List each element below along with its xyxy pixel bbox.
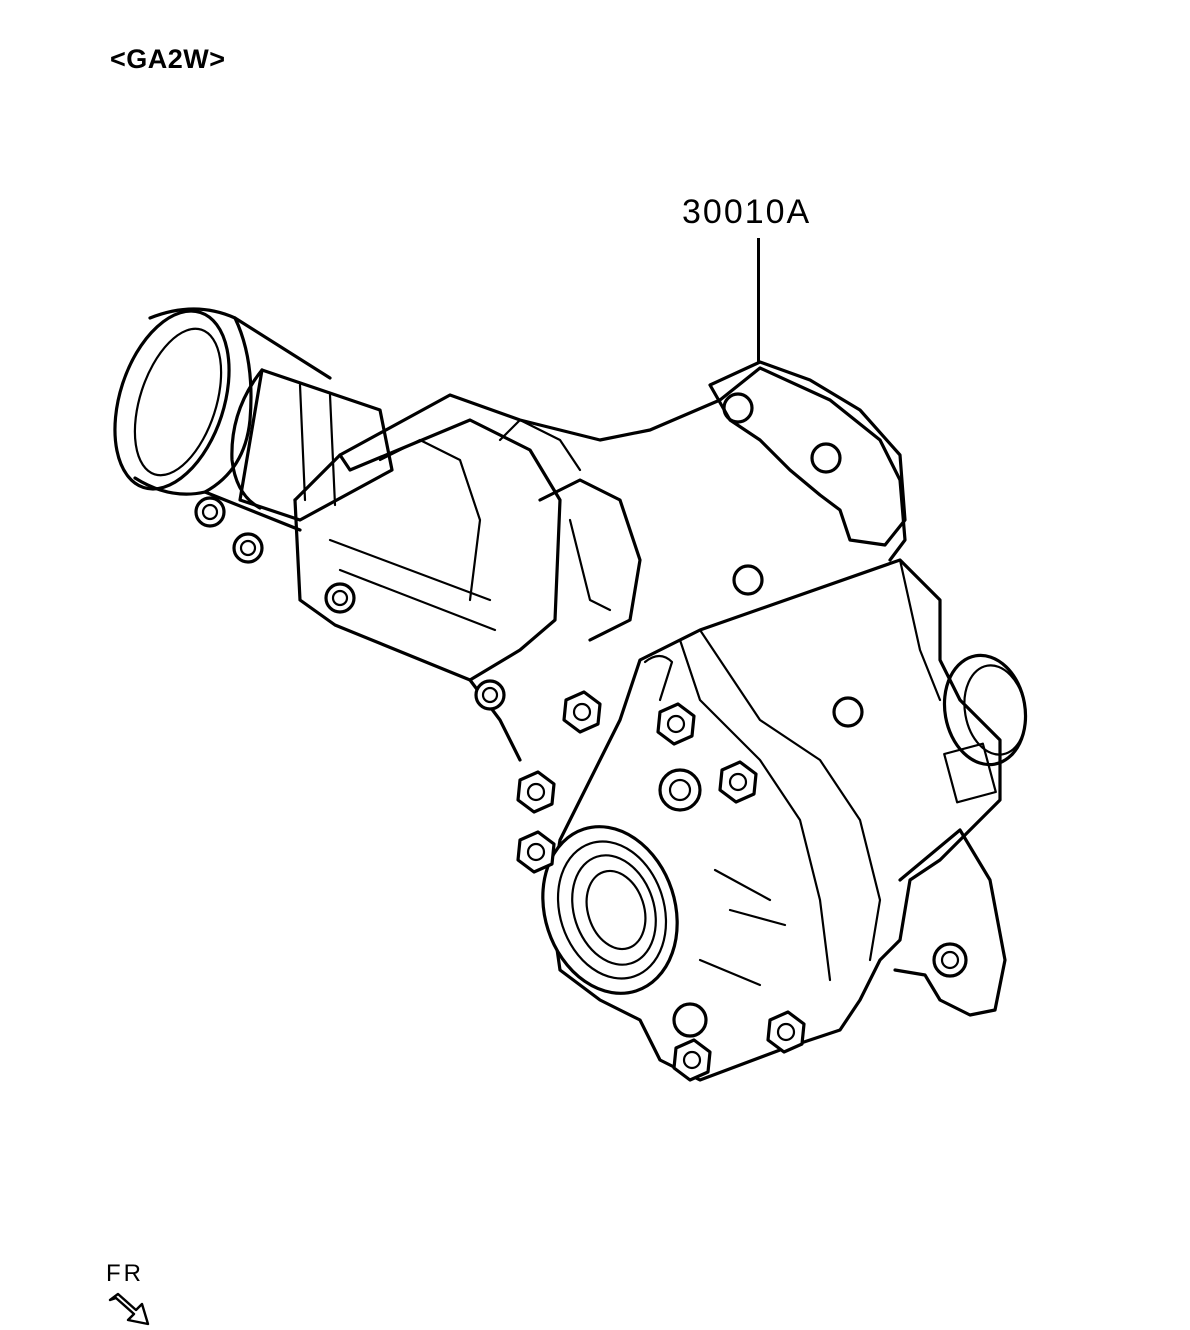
case-bolts <box>516 654 864 1082</box>
center-housing <box>293 366 907 762</box>
front-direction-arrow-icon <box>108 1292 150 1326</box>
model-code: <GA2W> <box>110 44 226 74</box>
orientation-label: FR <box>106 1260 144 1287</box>
front-case <box>548 558 1028 1082</box>
lower-mounting-bracket <box>893 828 1007 1017</box>
front-output-seal <box>541 825 679 995</box>
rear-output-flange <box>113 307 332 532</box>
case-ribs <box>698 868 787 987</box>
front-orientation-indicator: FR <box>106 1260 154 1330</box>
callout-leader-line <box>757 238 760 362</box>
part-number-callout[interactable]: 30010A <box>682 193 812 231</box>
top-mounting-bracket <box>708 360 907 596</box>
extension-housing <box>194 368 394 564</box>
